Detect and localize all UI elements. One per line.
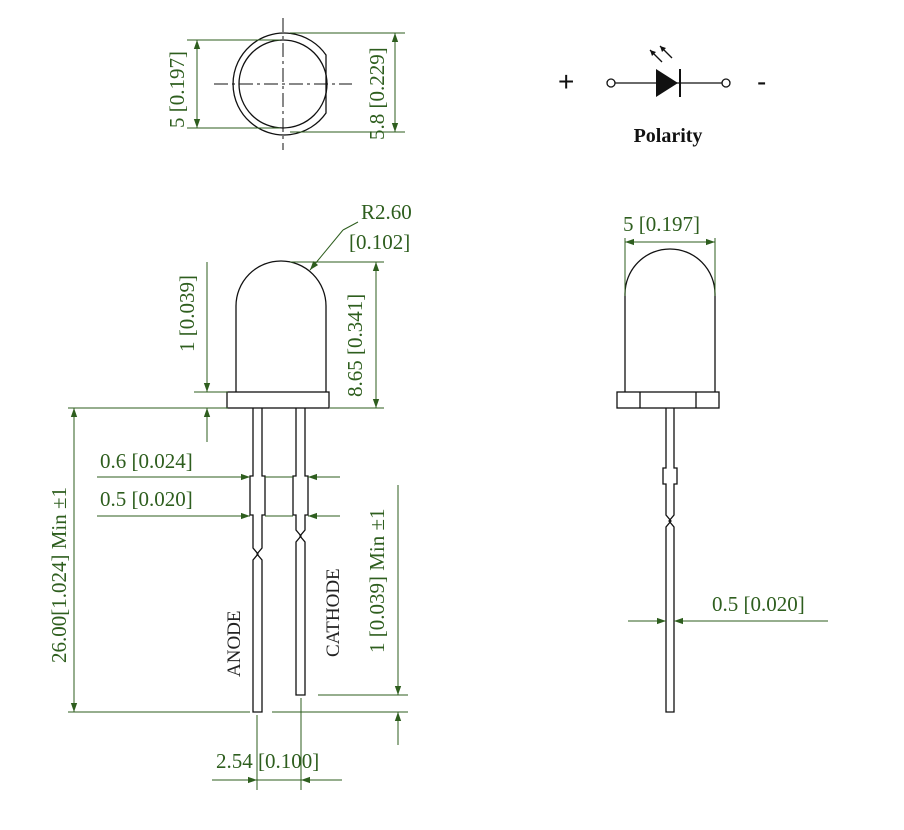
side-view-outline <box>616 248 720 713</box>
lead-width-narrow-dimension: 0.5 [0.020] <box>97 487 340 520</box>
polarity-title: Polarity <box>634 125 703 147</box>
flange-height-dimension: 1 [0.039] <box>175 262 228 442</box>
polarity-minus: - <box>757 66 766 97</box>
body-height-label: 8.65 [0.341] <box>343 294 367 397</box>
side-body-width-label: 5 [0.197] <box>623 212 700 236</box>
flange-height-label: 1 [0.039] <box>175 275 199 352</box>
lead-offset-dimension: 1 [0.039] Min ±1 <box>272 485 408 745</box>
side-lead-width-label: 0.5 [0.020] <box>712 592 805 616</box>
side-view: 5 [0.197] 0.5 [0.020] <box>616 212 828 713</box>
front-view-outline <box>226 260 330 713</box>
front-view: R2.60 [0.102] 8.65 [0.341] 1 [0.039] 26.… <box>47 200 412 790</box>
radius-label-line1: R2.60 <box>361 200 412 224</box>
top-view-outline <box>214 18 352 150</box>
radius-label-line2: [0.102] <box>349 230 410 254</box>
lead-spacing-label: 2.54 [0.100] <box>216 749 319 773</box>
lead-length-label: 26.00[1.024] Min ±1 <box>47 487 71 663</box>
polarity-section: + - Polarity <box>558 45 766 147</box>
lead-spacing-dimension: 2.54 [0.100] <box>212 698 342 790</box>
cathode-label: CATHODE <box>323 568 344 657</box>
lead-width-wide-label: 0.6 [0.024] <box>100 449 193 473</box>
side-lead-width-dimension: 0.5 [0.020] <box>628 592 828 625</box>
top-diameter-dimension: 5 [0.197] <box>165 39 280 129</box>
lead-width-wide-dimension: 0.6 [0.024] <box>97 449 340 481</box>
anode-label: ANODE <box>224 611 245 678</box>
top-flange-label: 5.8 [0.229] <box>365 47 389 140</box>
side-body-width-dimension: 5 [0.197] <box>623 212 716 296</box>
lead-length-dimension: 26.00[1.024] Min ±1 <box>47 407 250 713</box>
lead-width-narrow-label: 0.5 [0.020] <box>100 487 193 511</box>
radius-dimension: R2.60 [0.102] <box>309 200 412 271</box>
top-flange-dimension: 5.8 [0.229] <box>290 32 405 140</box>
top-diameter-label: 5 [0.197] <box>165 51 189 128</box>
polarity-plus: + <box>558 66 574 97</box>
top-view: 5 [0.197] 5.8 [0.229] <box>165 18 405 150</box>
lead-offset-label: 1 [0.039] Min ±1 <box>365 508 389 653</box>
body-height-dimension: 8.65 [0.341] <box>290 261 384 409</box>
led-diode-symbol-icon <box>606 45 731 97</box>
